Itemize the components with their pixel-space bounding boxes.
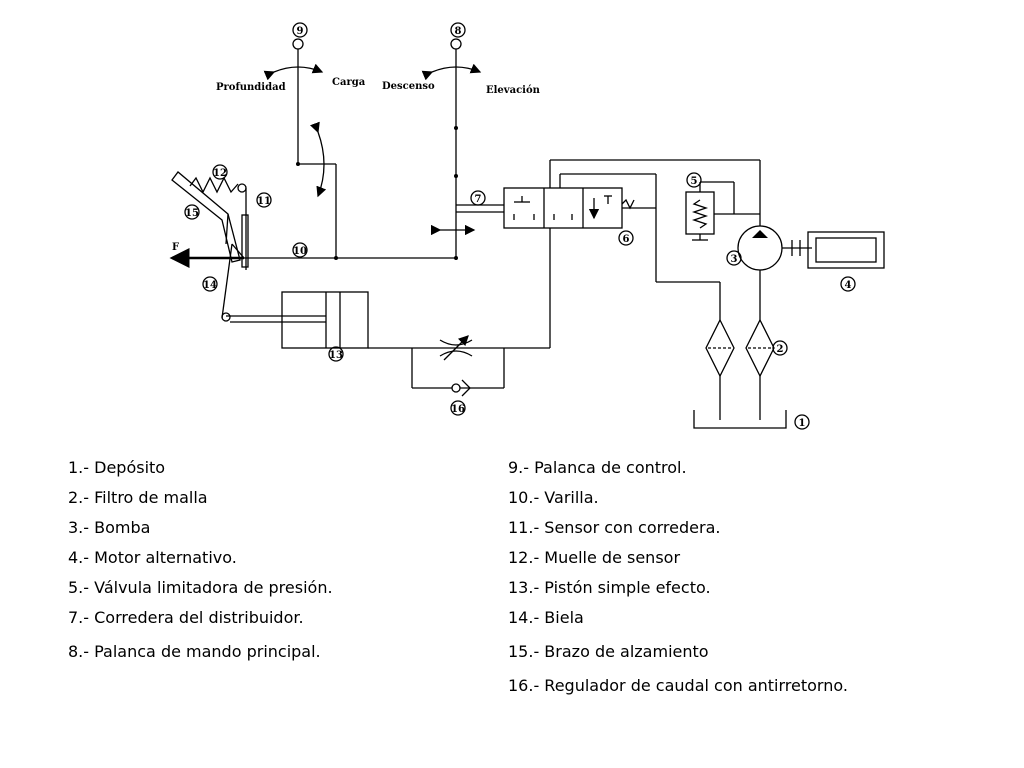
callout-3: 3 <box>726 250 742 266</box>
label-force: F <box>172 242 179 253</box>
legend-item-3: 3.- Bomba <box>68 518 151 537</box>
svg-text:3: 3 <box>731 254 738 265</box>
callout-15: 15 <box>184 204 200 220</box>
svg-text:5: 5 <box>691 176 698 187</box>
callout-1: 1 <box>794 414 810 430</box>
svg-text:4: 4 <box>845 280 852 291</box>
legend-item-4: 4.- Motor alternativo. <box>68 548 237 567</box>
label-descenso: Descenso <box>382 81 435 92</box>
callout-16: 16 <box>450 400 466 416</box>
svg-text:12: 12 <box>213 168 227 179</box>
rod-10 <box>169 164 458 268</box>
callout-9: 9 <box>292 22 308 38</box>
callout-13: 13 <box>328 346 344 362</box>
legend-item-9: 9.- Palanca de control. <box>508 458 687 477</box>
callout-5: 5 <box>686 172 702 188</box>
legend-item-13: 13.- Pistón simple efecto. <box>508 578 711 597</box>
flow-regulator-16 <box>411 335 505 397</box>
label-carga: Carga <box>332 77 366 88</box>
tank-1 <box>693 410 787 429</box>
piston-13 <box>226 291 550 349</box>
hydraulic-lines <box>550 159 761 320</box>
legend-item-2: 2.- Filtro de malla <box>68 488 208 507</box>
control-lever-9 <box>263 38 336 198</box>
lift-arm-assembly <box>171 171 249 322</box>
svg-text:14: 14 <box>203 280 217 291</box>
callout-14: 14 <box>202 276 218 292</box>
main-lever-8 <box>421 38 482 260</box>
svg-text:10: 10 <box>293 246 307 257</box>
svg-text:8: 8 <box>455 26 462 37</box>
callout-4: 4 <box>840 276 856 292</box>
pump-3 <box>737 225 812 320</box>
svg-text:2: 2 <box>777 344 784 355</box>
legend-item-16: 16.- Regulador de caudal con antirretorn… <box>508 676 848 695</box>
callout-11: 11 <box>256 192 272 208</box>
svg-text:1: 1 <box>799 418 806 429</box>
label-profundidad: Profundidad <box>216 82 286 93</box>
filters-2 <box>705 318 775 420</box>
svg-text:16: 16 <box>451 404 465 415</box>
legend-item-1: 1.- Depósito <box>68 458 166 477</box>
distributor-valve-6 <box>430 160 635 348</box>
svg-text:9: 9 <box>297 26 304 37</box>
callout-6: 6 <box>618 230 634 246</box>
svg-text:15: 15 <box>185 208 199 219</box>
svg-text:6: 6 <box>623 234 630 245</box>
hydraulic-diagram: Profundidad Carga Descenso Elevación F 9… <box>169 22 885 430</box>
legend-item-8: 8.- Palanca de mando principal. <box>68 642 321 661</box>
svg-text:13: 13 <box>329 350 343 361</box>
svg-text:7: 7 <box>475 194 482 205</box>
legend-item-5: 5.- Válvula limitadora de presión. <box>68 578 333 597</box>
legend-item-7: 7.- Corredera del distribuidor. <box>68 608 304 627</box>
legend-item-15: 15.- Brazo de alzamiento <box>508 642 709 661</box>
legend-item-10: 10.- Varilla. <box>508 488 599 507</box>
callout-10: 10 <box>292 242 308 258</box>
legend-item-12: 12.- Muelle de sensor <box>508 548 681 567</box>
label-elevacion: Elevación <box>486 85 541 96</box>
svg-text:11: 11 <box>257 196 271 207</box>
callout-8: 8 <box>450 22 466 38</box>
callout-12: 12 <box>212 164 228 180</box>
legend-item-11: 11.- Sensor con corredera. <box>508 518 721 537</box>
legend-item-14: 14.- Biela <box>508 608 584 627</box>
callout-2: 2 <box>772 340 788 356</box>
motor-4 <box>807 231 885 269</box>
callout-7: 7 <box>470 190 486 206</box>
relief-valve-5 <box>685 181 760 241</box>
